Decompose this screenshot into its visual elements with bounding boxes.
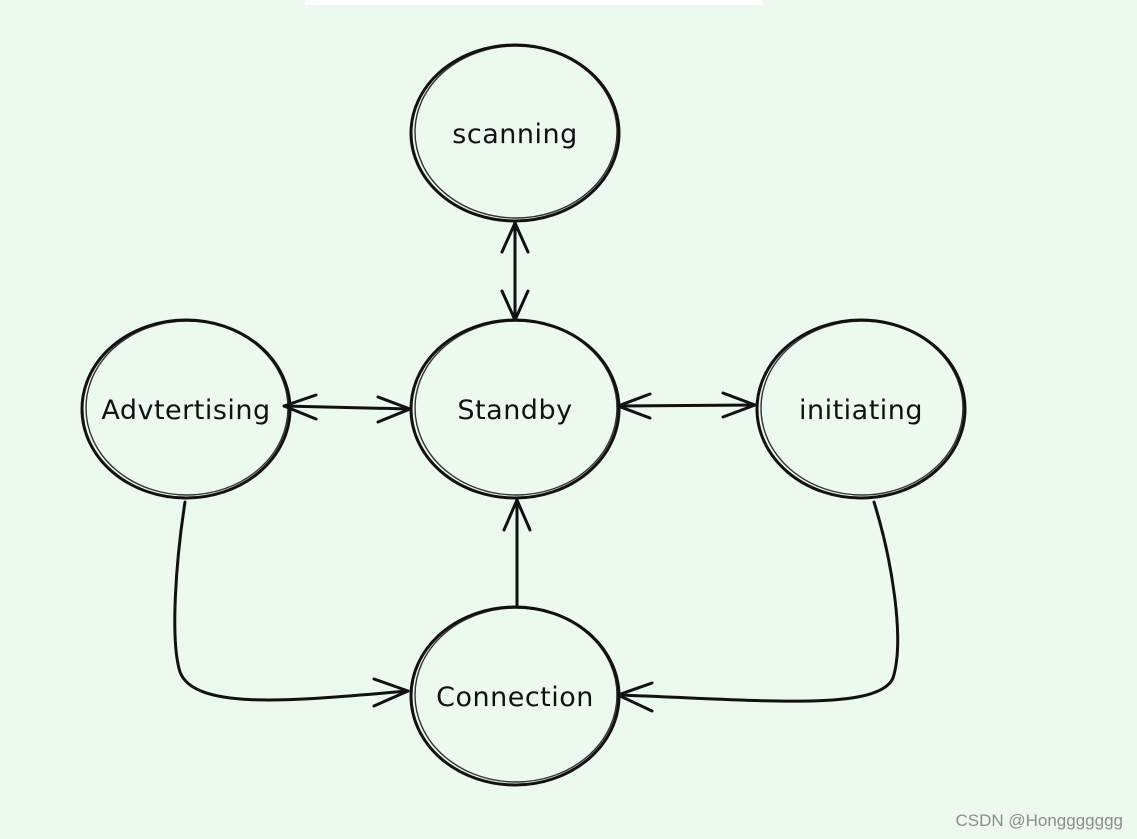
edge-standby-initiating-arrowhead-right	[721, 391, 757, 419]
edge-initiating-connection-arrowhead	[616, 681, 654, 713]
node-advertising: Advtertising	[80, 318, 292, 500]
node-advertising-label: Advtertising	[101, 395, 270, 426]
watermark: CSDN @Honggggggg	[955, 811, 1123, 830]
edge-standby-initiating-arrowhead-left	[616, 392, 652, 420]
edge-advertising-standby-arrowhead-right	[376, 395, 412, 424]
node-standby: Standby	[409, 318, 621, 500]
edge-advertising-connection-line	[173, 500, 410, 702]
edge-scanning-standby-arrowhead-up	[500, 221, 530, 254]
edge-advertising-connection	[173, 500, 410, 708]
node-scanning-circle	[409, 43, 621, 223]
edge-connection-standby-arrowhead	[502, 498, 532, 532]
node-initiating-circle-sketch	[760, 320, 964, 496]
edge-scanning-standby	[500, 221, 530, 322]
node-scanning-circle-sketch	[414, 45, 618, 219]
node-initiating-label: initiating	[799, 395, 923, 426]
edge-advertising-standby-line	[282, 404, 412, 411]
node-standby-label: Standby	[457, 395, 572, 426]
edge-standby-initiating-line	[616, 403, 757, 408]
edge-scanning-standby-arrowhead-down	[500, 289, 530, 322]
top-white-bar	[305, 0, 763, 5]
edge-advertising-standby-arrowhead-left	[282, 393, 318, 421]
node-scanning-label: scanning	[452, 119, 577, 150]
node-connection: Connection	[409, 605, 621, 787]
edge-initiating-connection-line	[616, 500, 900, 703]
edge-advertising-connection-arrowhead	[372, 677, 410, 708]
edge-connection-standby	[502, 498, 532, 607]
edge-standby-initiating	[616, 391, 757, 420]
node-scanning: scanning	[409, 43, 621, 223]
node-initiating-circle	[755, 318, 967, 500]
edge-initiating-connection	[616, 500, 900, 713]
edge-advertising-standby	[282, 393, 412, 424]
node-initiating: initiating	[755, 318, 967, 500]
node-connection-label: Connection	[436, 682, 594, 713]
